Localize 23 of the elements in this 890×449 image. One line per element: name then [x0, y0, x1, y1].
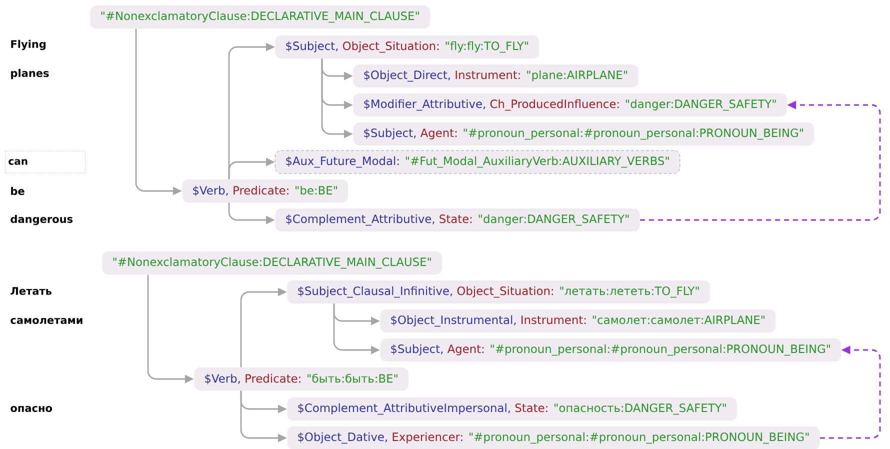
label-box: $Subject_Clausal_Infinitive, Object_Situation: "летать:лететь:TO_FLY" [287, 280, 710, 304]
dashed-label-box: $Aux_Future_Modal: "#Fut_Modal_AuxiliaryVerb:AUXILIARY_VERBS" [275, 150, 680, 174]
label-box: $Subject, Object_Situation: "fly:fly:TO_FLY" [275, 36, 540, 58]
label-box: $Verb, Predicate: "быть:быть:BE" [194, 368, 408, 390]
label-box: $Subject, Agent: "#pronoun_personal:#pronoun_personal:PRONOUN_BEING" [353, 122, 814, 146]
word-label: planes [11, 68, 49, 80]
word-label: Летать [10, 287, 52, 295]
label-box: $Complement_AttributiveImpersonal, State: "опасность:DANGER_SAFETY" [287, 398, 738, 420]
label-box: $Object_Instrumental, Instrument: "самолет:самолет:AIRPLANE" [380, 310, 776, 332]
label-box: "#NonexclamatoryClause:DECLARATIVE_MAIN_CLAUSE" [102, 252, 442, 274]
word-label: dangerous [10, 214, 73, 226]
word-box: can [5, 150, 86, 174]
word-label: be [11, 186, 24, 196]
label-box: $Object_Dative, Experiencer: "#pronoun_personal:#pronoun_personal:PRONOUN_BEING" [287, 426, 820, 449]
word-label: опасно [10, 406, 52, 412]
label-box: $Object_Direct, Instrument: "plane:AIRPLANE" [353, 64, 638, 88]
word-label: самолетами [10, 318, 82, 324]
label-box: $Complement_Attributive, State: "danger:DANGER_SAFETY" [275, 208, 640, 232]
label-box: "#NonexclamatoryClause:DECLARATIVE_MAIN_CLAUSE" [90, 6, 430, 28]
word-label: Flying [11, 40, 46, 50]
label-box: $Subject, Agent: "#pronoun_personal:#pronoun_personal:PRONOUN_BEING" [380, 338, 842, 362]
label-box: $Verb, Predicate: "be:BE" [182, 180, 348, 202]
label-box: $Modifier_Attributive, Ch_ProducedInfluence: "danger:DANGER_SAFETY" [353, 94, 787, 116]
